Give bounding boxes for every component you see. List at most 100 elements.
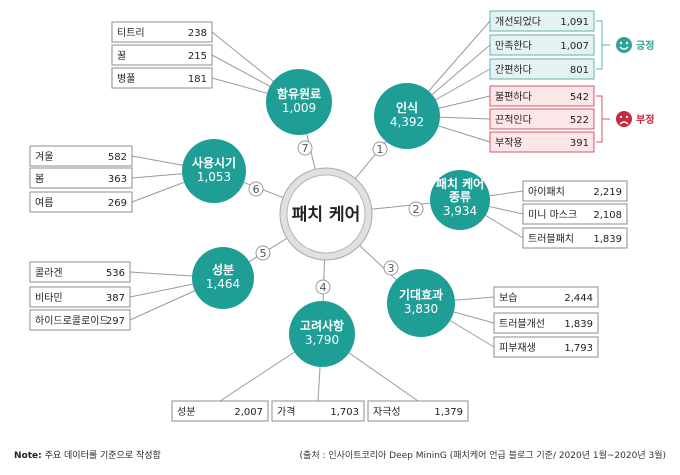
leaf-label-꿀: 꿀 [117,50,126,62]
smile-icon-mouth [619,46,629,50]
topic-node-inshik [374,83,440,149]
leaf-label-트러블패치: 트러블패치 [528,233,574,245]
topic-title-seongbun: 성분 [212,263,234,277]
frown-icon-eye-left [619,115,623,119]
leaf-value-가격: 1,703 [330,407,359,418]
leaf-label-보습: 보습 [499,292,517,304]
leaf-box-비타민 [29,286,131,308]
leaf-box-개선되었다 [489,10,595,32]
positive-bracket [596,20,610,70]
positive-label: 긍정 [636,39,654,52]
leaf-box-피부재생 [493,336,599,358]
topic-title-inshik: 인식 [396,100,418,115]
topic-number-seongbun: 5 [260,247,267,260]
leaf-box-트러블패치 [522,227,628,249]
leaf-value-간편하다: 801 [570,65,589,76]
topic-number-bubble-seongbun [255,245,271,261]
leaf-box-꿀 [111,44,213,66]
leaf-box-간편하다 [489,58,595,80]
leaf-value-트러블개선: 1,839 [564,319,593,330]
topic-title-jongryu: 패치 케어 [436,176,484,191]
leaf-value-여름: 269 [108,198,127,209]
topic-number-bubble-hamyu [297,140,313,156]
leaf-box-미니-마스크 [522,203,628,225]
leaf-label-가격: 가격 [277,405,295,418]
leaf-box-만족한다 [489,34,595,56]
source-text: (출처 : 인사이트코리아 Deep MininG (패치케어 언급 블로그 기… [299,451,666,461]
center-node-title: 패치 케어 [292,205,360,225]
topic-value-gidae: 3,830 [404,302,438,316]
topic-title-goryeo: 고려사항 [300,318,344,333]
leaf-box-끈적인다 [489,108,595,130]
leaf-value-콜라겐: 536 [106,268,125,279]
leaf-label-아이패치: 아이패치 [528,186,565,198]
leaf-label-병풀: 병풀 [117,73,135,85]
leaf-label-하이드로콜로이드: 하이드로콜로이드 [35,314,109,327]
leaf-value-티트리: 238 [188,28,207,39]
leaf-value-자극성: 1,379 [434,407,463,418]
leaf-box-불편하다 [489,85,595,107]
frown-icon-face [616,111,632,127]
frown-icon [616,111,632,127]
leaf-label-비타민: 비타민 [35,292,63,304]
leaf-box-병풀 [111,67,213,89]
leaf-box-보습 [493,286,599,308]
center-node [286,174,366,254]
note-text: Note: 주요 데이터를 기준으로 작성함 [14,451,161,461]
topic-node-jongryu [430,170,490,230]
leaf-label-봄: 봄 [35,173,44,185]
topic-number-bubble-gidae [383,260,399,276]
leaf-label-피부재생: 피부재생 [499,342,536,354]
topic-number-bubble-jongryu [408,201,424,217]
leaf-value-아이패치: 2,219 [593,187,622,198]
leaf-label-여름: 여름 [35,197,53,209]
leaf-box-여름 [29,191,133,213]
topic-title-gidae: 기대효과 [399,287,443,302]
topic-number-bubble-goryeo [315,279,331,295]
leaf-value-하이드로콜로이드: 297 [106,316,125,327]
topic-number-bubble-inshik [372,141,388,157]
smile-icon-eye-left [619,41,623,45]
leaf-box-성분 [171,400,269,422]
topic-node-hamyu [266,69,332,135]
leaf-value-성분: 2,007 [234,407,263,418]
leaf-box-봄 [29,167,133,189]
topic-number-sayong: 6 [253,183,260,196]
frown-icon-eye-right [625,115,629,119]
leaf-value-부작용: 391 [570,138,589,149]
topic-title-sayong: 사용시기 [192,155,236,170]
leaf-label-티트리: 티트리 [117,27,145,39]
leaf-box-티트리 [111,21,213,43]
leaf-label-트러블개선: 트러블개선 [499,318,545,330]
leaf-value-꿀: 215 [188,51,207,62]
leaf-label-겨울: 겨울 [35,151,53,163]
topic-number-goryeo: 4 [320,281,327,294]
leaf-label-자극성: 자극성 [373,406,401,418]
leaf-label-미니-마스크: 미니 마스크 [528,209,577,221]
topic-node-sayong [182,139,246,203]
leaf-value-만족한다: 1,007 [560,41,589,52]
topic-value-hamyu: 1,009 [282,101,316,115]
leaf-value-봄: 363 [108,174,127,185]
leaf-label-콜라겐: 콜라겐 [35,267,63,279]
topic-node-gidae [387,269,455,337]
topic-number-gidae: 3 [388,262,395,275]
topic-number-bubble-sayong [248,181,264,197]
topic-value-inshik: 4,392 [390,115,424,129]
negative-bracket [596,95,610,143]
leaf-box-겨울 [29,145,133,167]
leaf-box-하이드로콜로이드 [29,309,131,331]
leaf-box-아이패치 [522,180,628,202]
negative-label: 부정 [636,113,654,126]
leaf-value-끈적인다: 522 [570,115,589,126]
frown-icon-mouth [619,121,629,125]
leaf-label-만족한다: 만족한다 [495,40,532,52]
topic-value-seongbun: 1,464 [206,277,240,291]
smile-icon-face [616,37,632,53]
leaf-value-병풀: 181 [188,74,207,85]
topic-number-inshik: 1 [377,143,384,156]
leaf-box-가격 [271,400,365,422]
leaf-value-보습: 2,444 [564,293,593,304]
leaf-label-간편하다: 간편하다 [495,63,532,76]
